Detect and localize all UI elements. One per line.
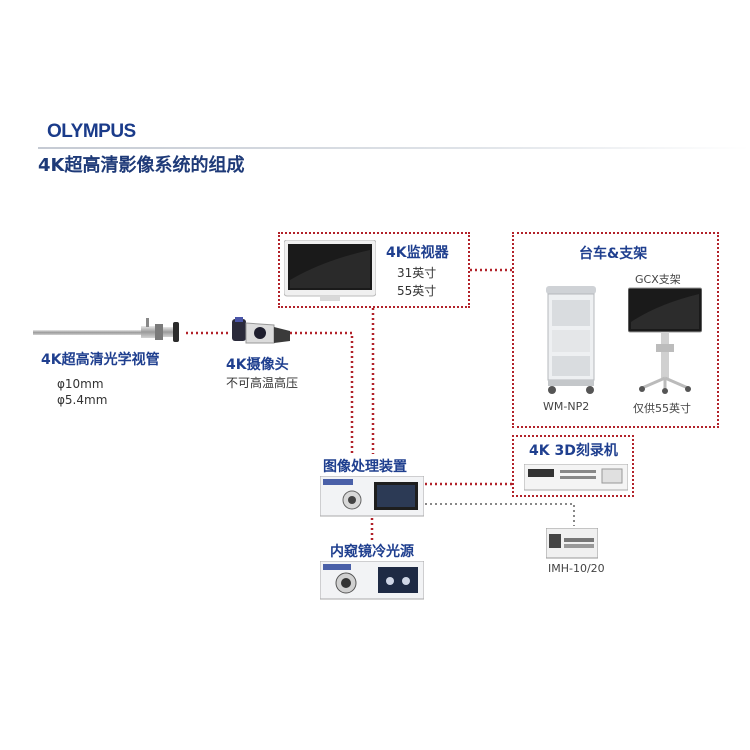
cart-label: WM-NP2 [543, 400, 590, 413]
monitor-size-31: 31英寸 [397, 266, 437, 280]
monitor-image [283, 239, 377, 304]
cart-stand-title: 台车&支架 [579, 246, 648, 262]
gcx-stand-label: GCX支架 [635, 273, 681, 286]
connector-processor-imh [420, 503, 575, 526]
gcx-stand-image [627, 286, 703, 394]
monitor-name: 4K监视器 [386, 245, 449, 261]
monitor-box [278, 232, 470, 308]
scope-spec-10mm: φ10mm [57, 377, 104, 391]
lightsource-name: 内窥镜冷光源 [330, 544, 414, 560]
camera-head-image [230, 315, 292, 351]
monitor-size-55: 55英寸 [397, 284, 437, 298]
camera-note: 不可高温高压 [226, 376, 299, 390]
header-divider [38, 147, 750, 149]
stand-note: 仅供55英寸 [633, 402, 691, 415]
processor-image [319, 475, 425, 518]
recorder-image [523, 463, 629, 492]
cart-stand-box [512, 232, 719, 428]
olympus-logo: OLYMPUS [47, 121, 136, 142]
imh-image [545, 527, 599, 560]
optical-scope-image [33, 318, 183, 346]
recorder-box [512, 435, 634, 497]
recorder-name: 4K 3D刻录机 [529, 443, 618, 459]
cart-image [540, 284, 602, 396]
scope-name: 4K超高清光学视管 [41, 352, 160, 368]
page-title: 4K超高清影像系统的组成 [38, 155, 245, 176]
lightsource-image [319, 560, 425, 601]
camera-name: 4K摄像头 [226, 357, 289, 373]
imh-label: IMH-10/20 [548, 562, 605, 575]
connector-camera-processor [290, 331, 354, 454]
scope-spec-5mm: φ5.4mm [57, 393, 108, 407]
processor-name: 图像处理装置 [323, 459, 407, 475]
